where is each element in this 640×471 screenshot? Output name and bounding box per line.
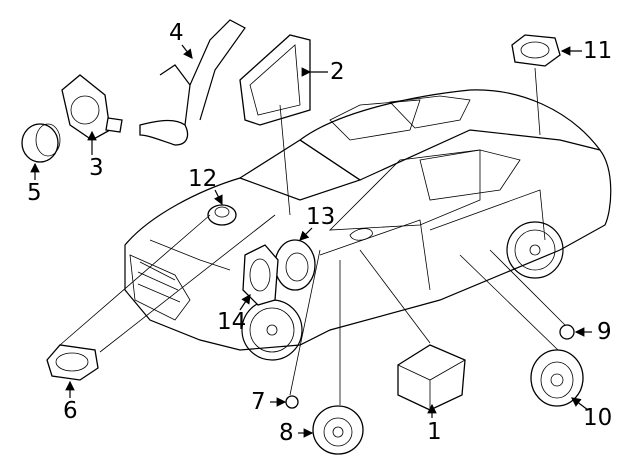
part-10-speaker [530, 349, 584, 407]
part-12-tweeter [207, 204, 237, 226]
part-11-speaker [511, 34, 561, 67]
car-body [124, 89, 612, 361]
part-5-cap [21, 123, 61, 163]
callout-1: 1 [427, 419, 442, 445]
callout-14: 14 [217, 309, 247, 335]
callout-11: 11 [583, 38, 613, 64]
part-1-module [397, 344, 466, 411]
callout-12: 12 [188, 166, 218, 192]
part-6-speaker [46, 344, 99, 381]
part-7-clip [285, 395, 299, 409]
callout-7: 7 [251, 389, 266, 415]
leader-lines [30, 44, 592, 438]
part-4-duct [139, 19, 246, 146]
part-9-clip [559, 324, 575, 340]
callout-10: 10 [583, 405, 613, 431]
part-3-speaker-housing [61, 74, 123, 141]
part-8-speaker [312, 405, 364, 455]
part-14-bracket [242, 244, 279, 306]
callout-5: 5 [27, 180, 42, 206]
callout-2: 2 [330, 59, 345, 85]
callout-3: 3 [89, 155, 104, 181]
part-13-speaker [274, 239, 316, 291]
callout-4: 4 [169, 20, 184, 46]
callout-9: 9 [597, 319, 612, 345]
callout-13: 13 [306, 204, 336, 230]
part-2-display [239, 34, 311, 126]
callout-8: 8 [279, 420, 294, 446]
callout-6: 6 [63, 398, 78, 424]
